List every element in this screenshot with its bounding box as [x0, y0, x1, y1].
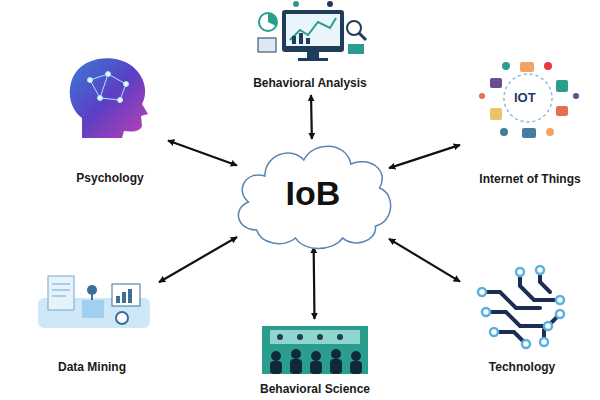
topic-label: Internet of Things	[463, 172, 597, 186]
topic-label: Behavioral Science	[238, 382, 392, 396]
topic-label: Psychology	[55, 171, 165, 185]
topic-label: Technology	[463, 360, 581, 374]
double-arrow	[168, 141, 237, 166]
cloud-node: IoB	[226, 130, 400, 256]
icon-label: IOT	[512, 90, 538, 105]
data-mining-icon	[38, 276, 150, 328]
science-icon	[262, 326, 368, 374]
topic-label: Data Mining	[28, 360, 156, 374]
double-arrow	[389, 239, 460, 282]
analysis-icon	[258, 1, 366, 61]
topic-node: Behavioral Analysis	[246, 0, 374, 92]
iot-icon	[479, 62, 579, 138]
head-icon	[70, 58, 148, 138]
center-title: IoB	[226, 174, 400, 213]
topic-label: Behavioral Analysis	[246, 76, 374, 90]
topic-node: Internet of Things	[463, 56, 597, 188]
double-arrow	[310, 95, 313, 139]
double-arrow	[159, 237, 237, 282]
topic-node: Psychology	[55, 52, 165, 187]
topic-node: Behavioral Science	[238, 322, 392, 398]
topic-node: Technology	[463, 262, 581, 376]
circuit-icon	[478, 266, 564, 348]
double-arrow	[389, 145, 460, 168]
double-arrow	[313, 247, 316, 319]
topic-node: Data Mining	[28, 266, 156, 376]
